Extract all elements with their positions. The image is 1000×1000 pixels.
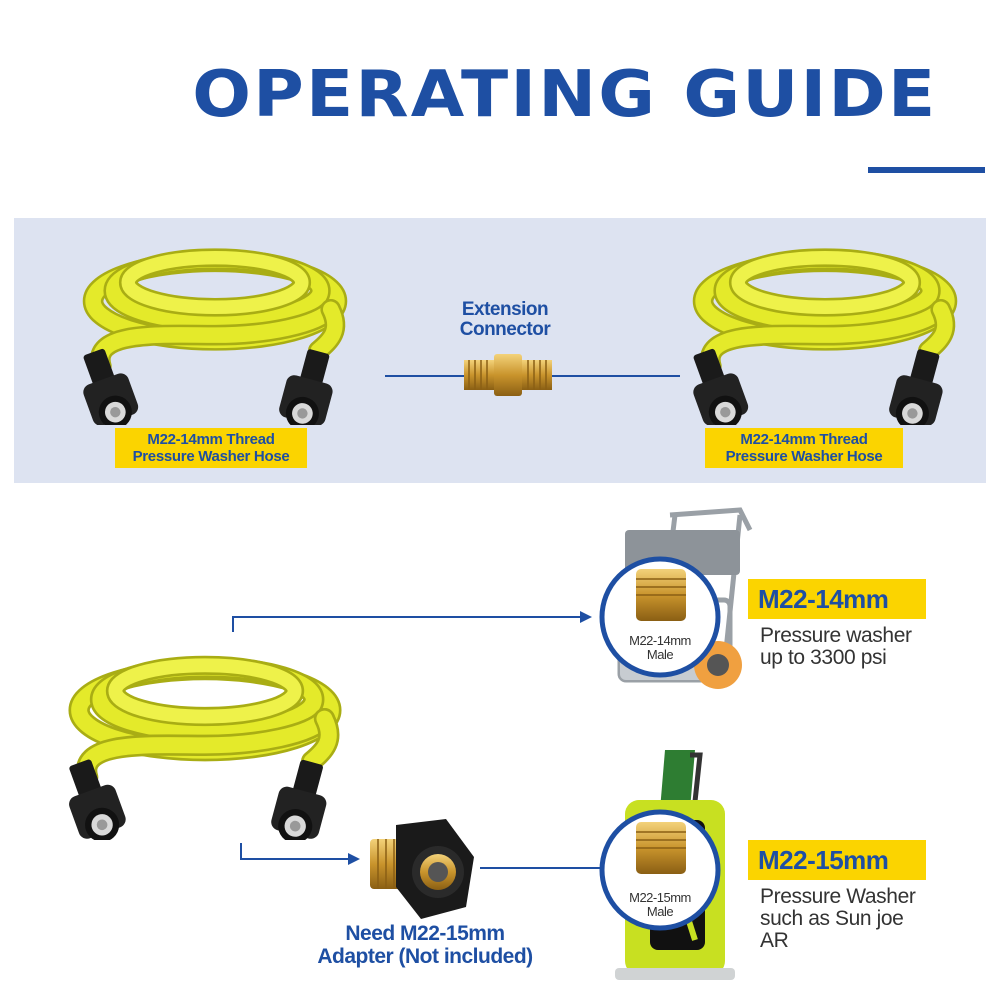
spec-title-m22-15mm: M22-15mm — [748, 840, 926, 880]
connector-line-right — [550, 375, 680, 377]
spec-text-m22-15mm-line1: Pressure Washer — [760, 885, 916, 908]
left-hose-label-line2: Pressure Washer Hose — [132, 448, 290, 465]
adapter-note-line2: Adapter (Not included) — [317, 945, 533, 968]
spec-text-m22-15mm-line2: such as Sun joe — [760, 907, 904, 930]
adapter-note-line1: Need M22-15mm — [345, 922, 505, 945]
right-hose-label-line1: M22-14mm Thread — [740, 431, 868, 448]
extension-connector-label-line2: Connector — [459, 319, 551, 340]
m22-15mm-adapter-icon — [370, 819, 474, 919]
right-hose-label-line2: Pressure Washer Hose — [725, 448, 883, 465]
right-hose-label: M22-14mm Thread Pressure Washer Hose — [705, 428, 903, 468]
connector-line-left — [385, 375, 465, 377]
extension-connector-label: Extension Connector — [430, 300, 580, 340]
spec-title-m22-14mm: M22-14mm — [748, 579, 926, 619]
m22-14mm-male-label: M22-14mm Male — [600, 634, 720, 662]
m22-14mm-male-circle — [599, 556, 721, 678]
m22-14mm-male-label-line2: Male — [646, 647, 674, 662]
m22-14mm-male-label-line1: M22-14mm — [629, 633, 691, 648]
spec-text-m22-15mm: Pressure Washer such as Sun joe AR — [760, 886, 990, 952]
brass-connector-icon — [464, 354, 552, 396]
spec-text-m22-14mm-line2: up to 3300 psi — [760, 646, 887, 669]
extension-connector-label-line1: Extension — [461, 299, 549, 320]
spec-text-m22-14mm-line1: Pressure washer — [760, 624, 912, 647]
spec-text-m22-14mm: Pressure washer up to 3300 psi — [760, 625, 990, 669]
m22-15mm-male-label-line2: Male — [646, 904, 674, 919]
left-hose-label-line1: M22-14mm Thread — [147, 431, 275, 448]
left-hose-label: M22-14mm Thread Pressure Washer Hose — [115, 428, 307, 468]
m22-15mm-male-circle — [599, 809, 721, 931]
m22-15mm-male-label: M22-15mm Male — [600, 891, 720, 919]
m22-15mm-male-label-line1: M22-15mm — [629, 890, 691, 905]
adapter-note: Need M22-15mm Adapter (Not included) — [300, 922, 550, 968]
title-underline — [868, 167, 985, 173]
page-title: OPERATING GUIDE — [192, 58, 938, 132]
spec-text-m22-15mm-line3: AR — [760, 929, 789, 952]
